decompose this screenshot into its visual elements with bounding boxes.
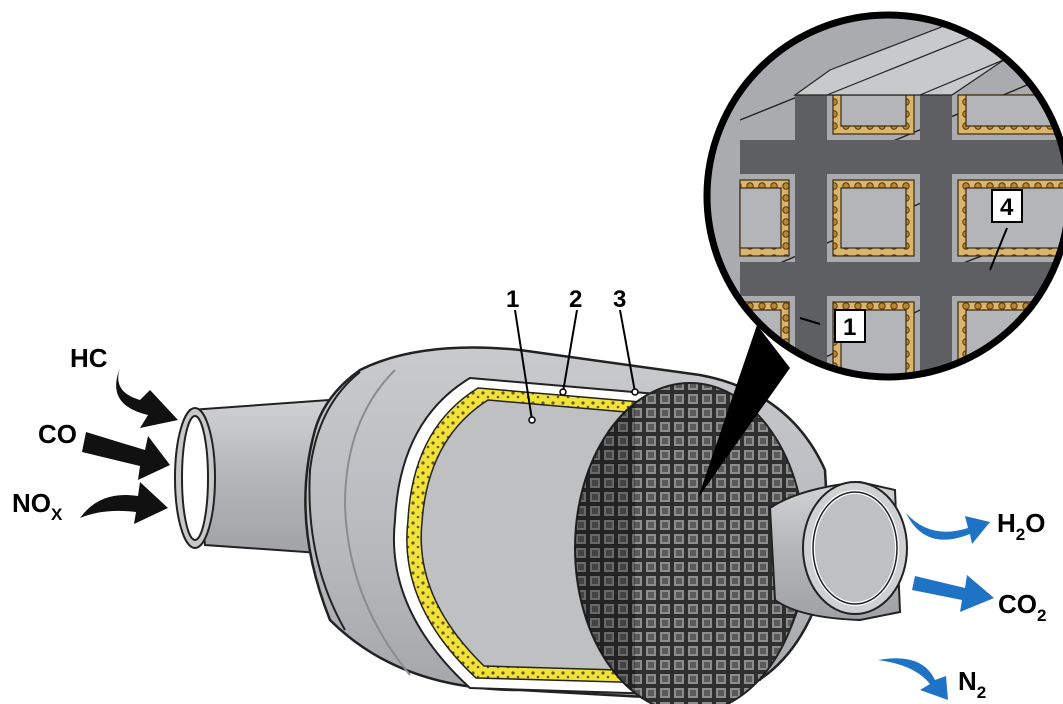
output-arrows xyxy=(878,513,994,700)
co2-sub: 2 xyxy=(1037,606,1046,625)
callout-dot-1 xyxy=(528,416,536,424)
h2o-arrow xyxy=(906,513,990,544)
callout-1: 1 xyxy=(506,286,519,313)
nox-arrow xyxy=(80,482,168,524)
detail-callout-4: 4 xyxy=(1000,194,1014,221)
nox-label: NOX xyxy=(12,488,63,524)
nox-sub: X xyxy=(51,505,63,524)
co2-arrow xyxy=(912,575,994,612)
co-label: CO xyxy=(38,419,77,449)
hc-arrow xyxy=(116,368,178,428)
co2-a: CO xyxy=(998,589,1037,619)
cutaway-section xyxy=(393,376,809,704)
callout-dot-3 xyxy=(631,388,639,396)
h2o-label: H2O xyxy=(997,508,1045,544)
co-arrow xyxy=(82,432,170,480)
input-labels: HC CO NOX xyxy=(12,343,108,524)
n2-label: N2 xyxy=(958,666,986,702)
h2o-sub: 2 xyxy=(1016,525,1025,544)
callout-leaders xyxy=(514,227,1008,421)
detail-4-box xyxy=(991,189,1023,223)
magnifier-pointer xyxy=(698,325,790,498)
co2-label: CO2 xyxy=(998,589,1046,625)
detail-magnifier xyxy=(698,11,1063,498)
output-labels: H2O CO2 N2 xyxy=(958,508,1046,702)
h2o-b: O xyxy=(1025,508,1045,538)
detail-callouts: 1 4 xyxy=(834,189,1023,343)
detail-1-box xyxy=(834,309,866,343)
callout-2: 2 xyxy=(569,286,582,313)
n2-arrow xyxy=(878,658,948,700)
callout-3: 3 xyxy=(613,286,626,313)
callout-numbers: 1 2 3 xyxy=(506,286,626,313)
input-arrows xyxy=(80,368,178,524)
n2-a: N xyxy=(958,666,977,696)
h2o-a: H xyxy=(997,508,1016,538)
detail-callout-1: 1 xyxy=(843,314,856,341)
n2-sub: 2 xyxy=(977,683,986,702)
hc-label: HC xyxy=(70,343,108,373)
outlet-pipe xyxy=(768,480,908,622)
callout-dot-2 xyxy=(559,388,567,396)
nox-main: NO xyxy=(12,488,51,518)
